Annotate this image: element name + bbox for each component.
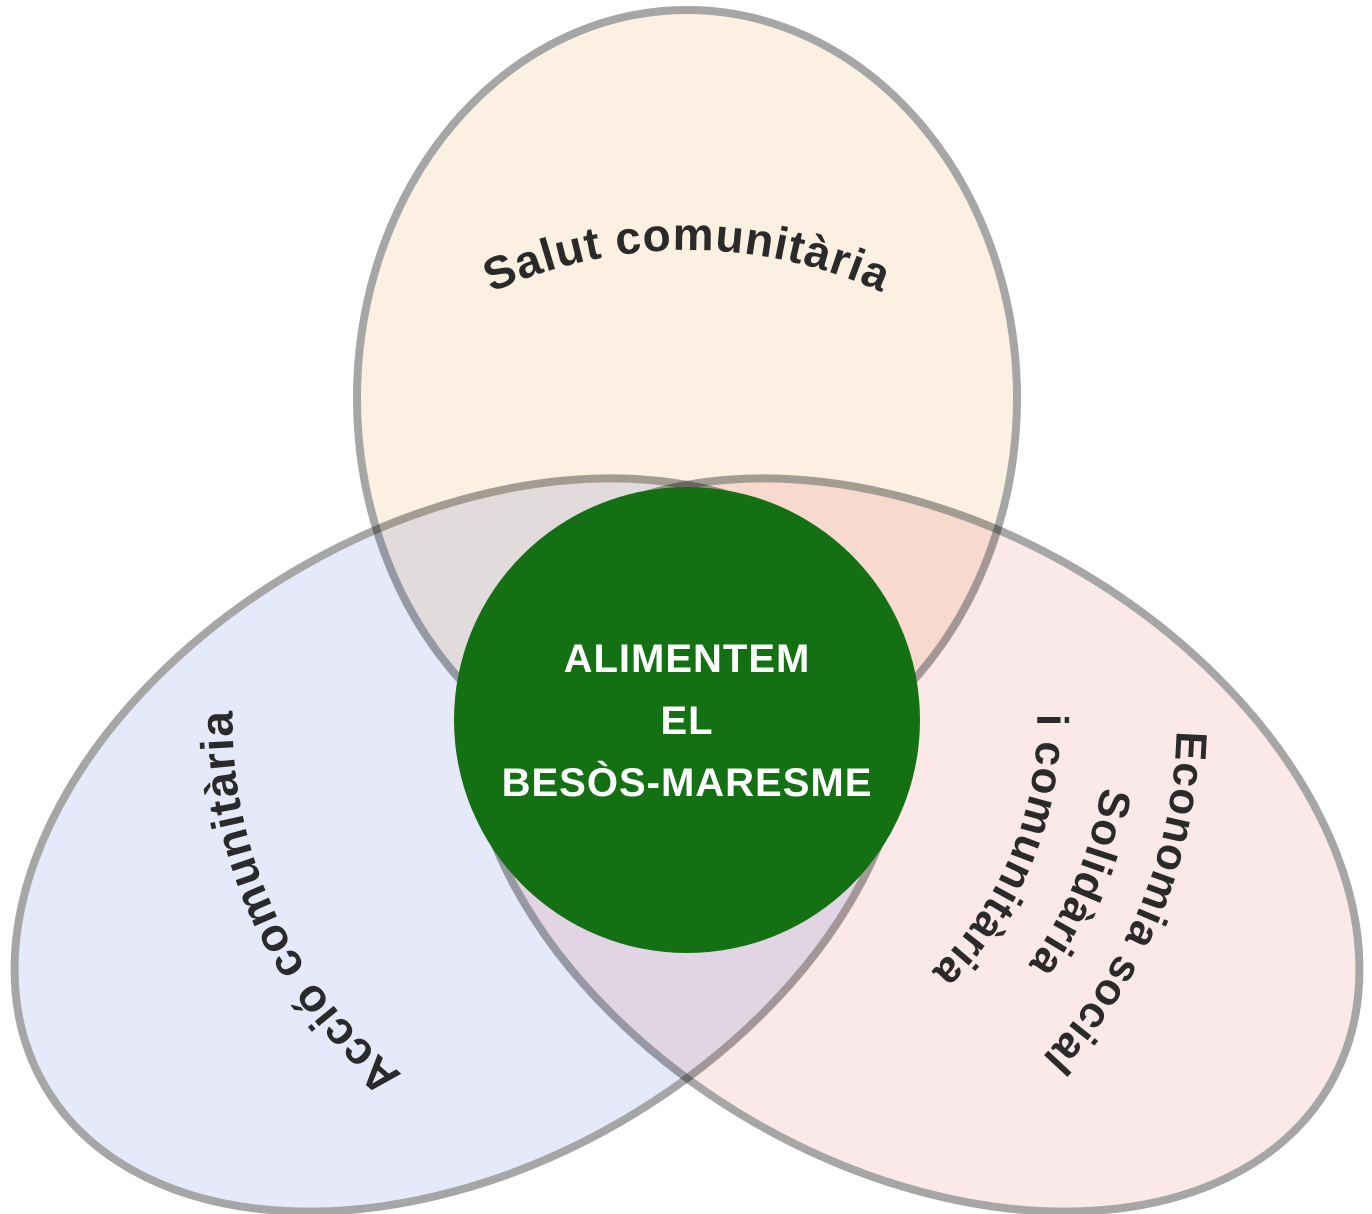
center-label-line-2: EL <box>660 699 713 743</box>
center-label-line-3: BESÒS-MARESME <box>502 759 873 805</box>
center-circle-label: ALIMENTEM EL BESÒS-MARESME <box>502 637 873 805</box>
center-label-line-1: ALIMENTEM <box>564 637 811 681</box>
center-circle <box>454 487 920 953</box>
